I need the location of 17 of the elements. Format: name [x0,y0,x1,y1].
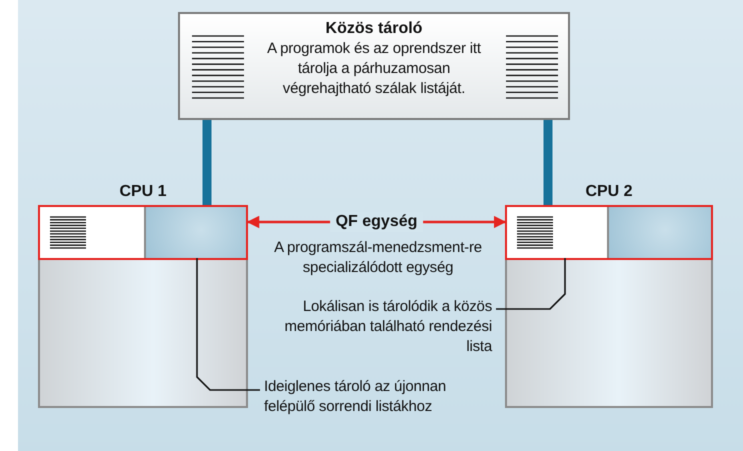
annotation-text: Ideiglenes tároló az újonnan felépülő sorrendi listákhoz [264,377,482,417]
connector-bar [202,120,212,205]
storage-section [607,207,711,258]
cpu-heading: CPU 1 [119,183,167,200]
box-title: Közös tároló [326,19,422,39]
connector-bar [544,120,552,205]
leader-line [196,258,260,391]
storage-section [144,207,246,258]
qf-unit-box [38,205,248,260]
cpu-heading: CPU 2 [585,183,633,200]
storage-box [178,12,570,120]
qf-unit-box [505,205,713,260]
leader-line [496,258,566,310]
edge-label: QF egység [330,212,424,232]
annotation-text: Lokálisan is tárolódik a közös memóriában található rendezési lista [272,297,492,363]
unit-description: A programszál-menedzsment-re specializálódott egység [273,238,483,278]
box-description: A programok és az oprendszer itt tárolja a párhuzamosan végrehajtható szálak listáját. [266,39,482,99]
